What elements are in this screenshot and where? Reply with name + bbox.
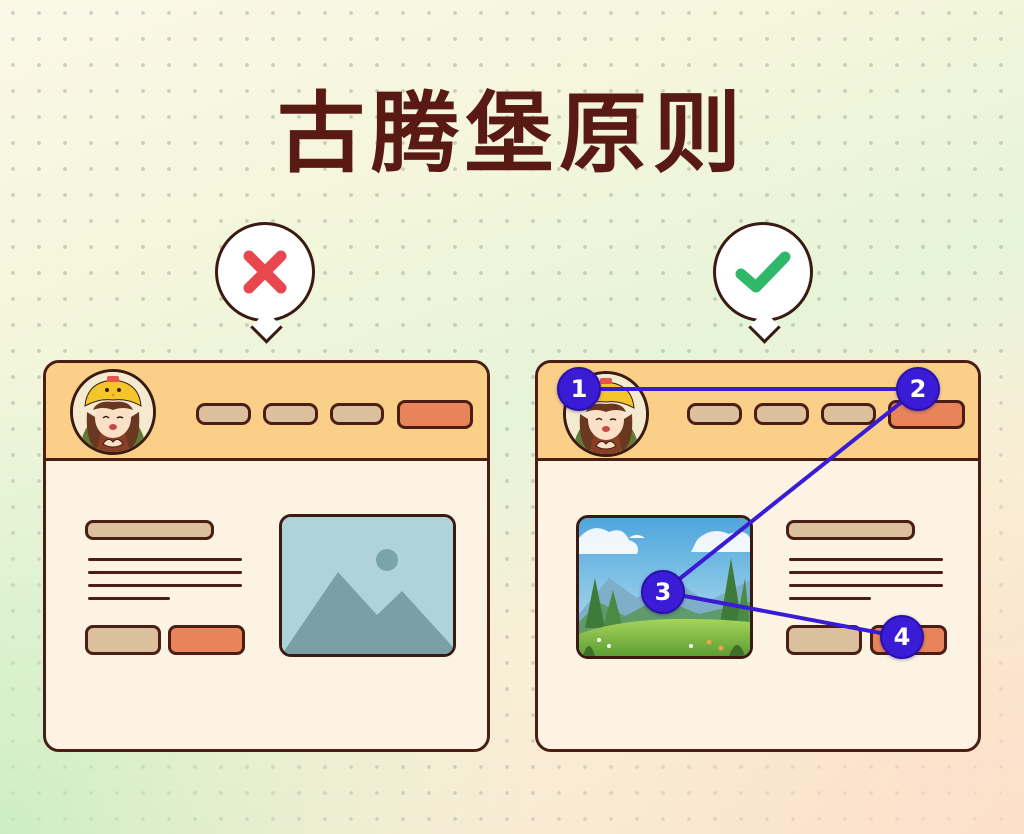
reading-path-marker-2: 2	[896, 367, 940, 411]
avatar-girl-chick-hat-icon	[73, 372, 153, 452]
text-line-1	[88, 558, 242, 561]
text-line-3	[88, 584, 242, 587]
wrong-layout-mockup	[43, 360, 490, 752]
marker-label: 1	[570, 375, 588, 403]
content-title-bar	[786, 520, 915, 540]
nav-pill-1[interactable]	[196, 403, 251, 425]
reading-path-marker-1: 1	[557, 367, 601, 411]
correct-verdict-bubble	[713, 222, 813, 322]
check-icon	[735, 251, 791, 293]
text-line-3	[789, 584, 943, 587]
text-line-2	[789, 571, 943, 574]
reading-path-marker-3: 3	[641, 570, 685, 614]
secondary-button[interactable]	[85, 625, 161, 655]
wrong-verdict-bubble	[215, 222, 315, 322]
marker-label: 3	[654, 578, 672, 606]
primary-button[interactable]	[168, 625, 245, 655]
text-line-2	[88, 571, 242, 574]
image-placeholder-icon	[282, 517, 453, 654]
nav-pill-2[interactable]	[754, 403, 809, 425]
cross-icon	[243, 250, 287, 294]
nav-pill-2[interactable]	[263, 403, 318, 425]
marker-label: 4	[893, 623, 911, 651]
text-line-1	[789, 558, 943, 561]
correct-layout-mockup	[535, 360, 981, 752]
nav-pill-1[interactable]	[687, 403, 742, 425]
avatar	[70, 369, 156, 455]
marker-label: 2	[909, 375, 927, 403]
mockup-header	[46, 363, 487, 461]
text-line-4	[88, 597, 170, 600]
secondary-button[interactable]	[786, 625, 862, 655]
reading-path-marker-4: 4	[880, 615, 924, 659]
header-cta-pill[interactable]	[397, 400, 473, 429]
nav-pill-3[interactable]	[821, 403, 876, 425]
nav-pill-3[interactable]	[330, 403, 384, 425]
image-placeholder	[279, 514, 456, 657]
text-line-4	[789, 597, 871, 600]
content-title-bar	[85, 520, 214, 540]
page-title: 古腾堡原则	[276, 81, 747, 185]
